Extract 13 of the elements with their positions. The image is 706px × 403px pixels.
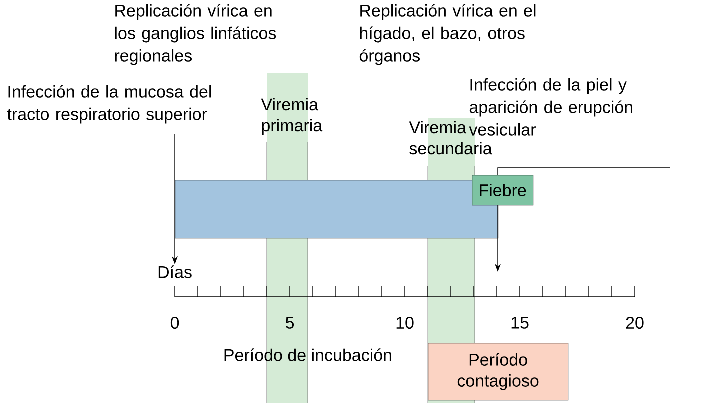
axis-title: Días bbox=[158, 266, 192, 278]
annotation-text: Infección de la piel y aparición de erupción vesicular bbox=[469, 78, 632, 136]
tick-label: 20 bbox=[626, 316, 644, 330]
annotation-text: Replicación vírica en el hígado, el bazo, otros órganos bbox=[360, 4, 536, 66]
annotation-text: Infección de la mucosa del tracto respiratorio superior bbox=[7, 85, 212, 124]
annotation-text: Replicación vírica en los ganglios linfáticos regionales bbox=[115, 4, 276, 66]
fever-box: Fiebre bbox=[472, 175, 534, 206]
tick-label: 15 bbox=[512, 317, 529, 329]
period-label: Período de incubación bbox=[224, 348, 392, 362]
tick-label: 10 bbox=[396, 316, 414, 330]
tick-label: 0 bbox=[170, 316, 180, 330]
tick-label: 5 bbox=[286, 317, 294, 329]
contagious-period-box: Período contagioso bbox=[428, 343, 569, 401]
